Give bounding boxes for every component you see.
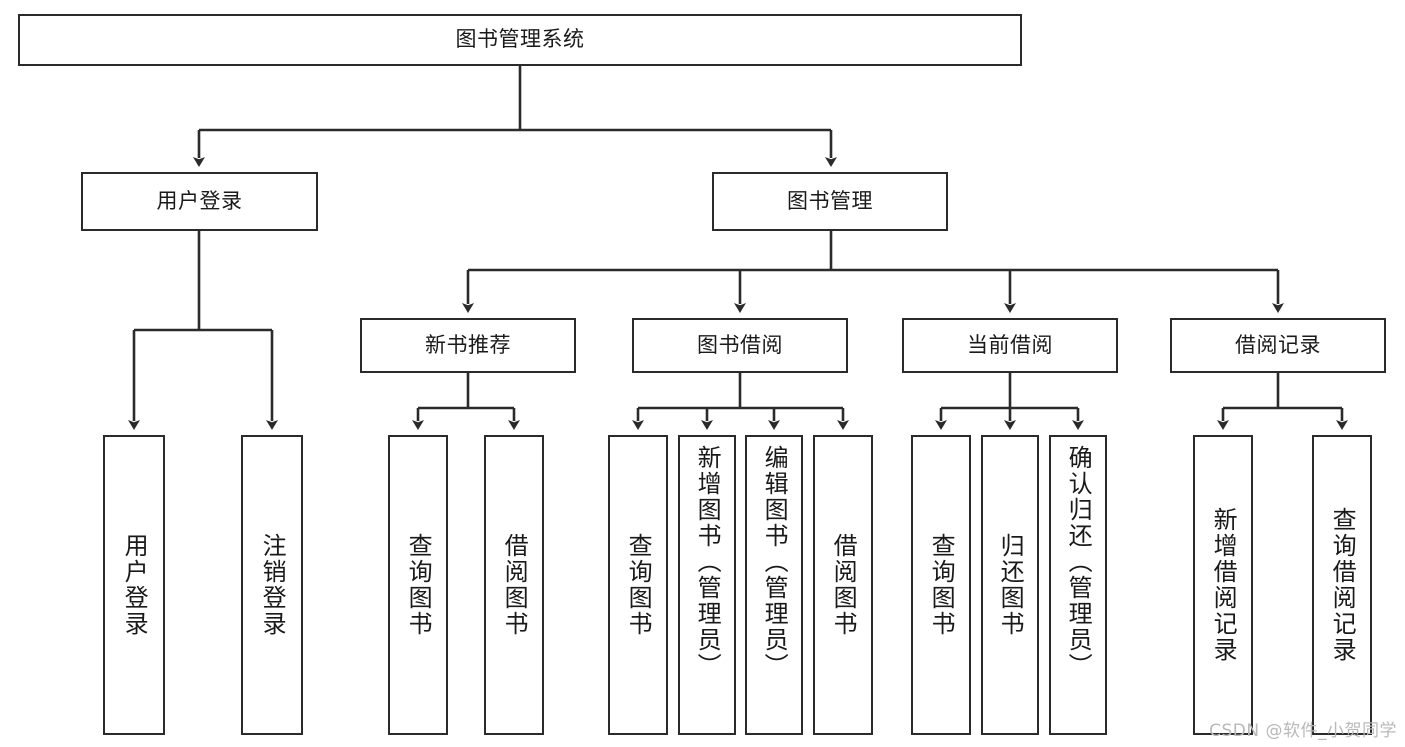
node-leaf-borrow-book-2[interactable]: 借阅图书 (813, 435, 873, 735)
node-book-borrow-label: 图书借阅 (697, 332, 783, 357)
node-leaf-add-book-label: 新增图书（管理员） (693, 445, 722, 679)
node-leaf-query-book-1-label: 查询图书 (404, 533, 433, 637)
node-leaf-add-book[interactable]: 新增图书（管理员） (678, 435, 736, 735)
node-leaf-add-record-label: 新增借阅记录 (1209, 507, 1238, 663)
node-leaf-confirm-return[interactable]: 确认归还（管理员） (1049, 435, 1107, 735)
node-root-label: 图书管理系统 (455, 27, 585, 52)
node-leaf-borrow-book-1[interactable]: 借阅图书 (484, 435, 544, 735)
node-leaf-borrow-book-2-label: 借阅图书 (829, 533, 858, 637)
node-leaf-logout[interactable]: 注销登录 (241, 435, 303, 735)
node-current-borrow-label: 当前借阅 (967, 332, 1053, 357)
node-leaf-query-record[interactable]: 查询借阅记录 (1312, 435, 1372, 735)
node-leaf-borrow-book-1-label: 借阅图书 (500, 533, 529, 637)
node-leaf-edit-book[interactable]: 编辑图书（管理员） (745, 435, 803, 735)
node-current-borrow[interactable]: 当前借阅 (902, 318, 1118, 373)
node-new-book-recommend[interactable]: 新书推荐 (360, 318, 576, 373)
node-book-borrow[interactable]: 图书借阅 (632, 318, 848, 373)
node-leaf-return-book-label: 归还图书 (996, 533, 1025, 637)
node-leaf-query-book-3-label: 查询图书 (927, 533, 956, 637)
node-leaf-logout-label: 注销登录 (258, 533, 287, 637)
node-user-login[interactable]: 用户登录 (81, 172, 318, 231)
node-leaf-add-record[interactable]: 新增借阅记录 (1193, 435, 1253, 735)
node-leaf-query-book-2-label: 查询图书 (624, 533, 653, 637)
node-borrow-record-label: 借阅记录 (1235, 332, 1321, 357)
node-leaf-user-login[interactable]: 用户登录 (103, 435, 165, 735)
node-new-book-recommend-label: 新书推荐 (425, 332, 511, 357)
node-leaf-user-login-label: 用户登录 (120, 533, 149, 637)
node-leaf-query-book-2[interactable]: 查询图书 (608, 435, 668, 735)
node-user-login-label: 用户登录 (156, 188, 243, 213)
node-leaf-return-book[interactable]: 归还图书 (981, 435, 1039, 735)
node-leaf-query-book-3[interactable]: 查询图书 (911, 435, 971, 735)
node-book-management-label: 图书管理 (787, 188, 873, 213)
node-leaf-edit-book-label: 编辑图书（管理员） (760, 445, 789, 679)
node-book-management[interactable]: 图书管理 (712, 172, 948, 231)
node-leaf-query-book-1[interactable]: 查询图书 (388, 435, 448, 735)
node-leaf-query-record-label: 查询借阅记录 (1328, 507, 1357, 663)
node-leaf-confirm-return-label: 确认归还（管理员） (1064, 445, 1093, 679)
node-root[interactable]: 图书管理系统 (18, 14, 1022, 66)
node-borrow-record[interactable]: 借阅记录 (1170, 318, 1386, 373)
